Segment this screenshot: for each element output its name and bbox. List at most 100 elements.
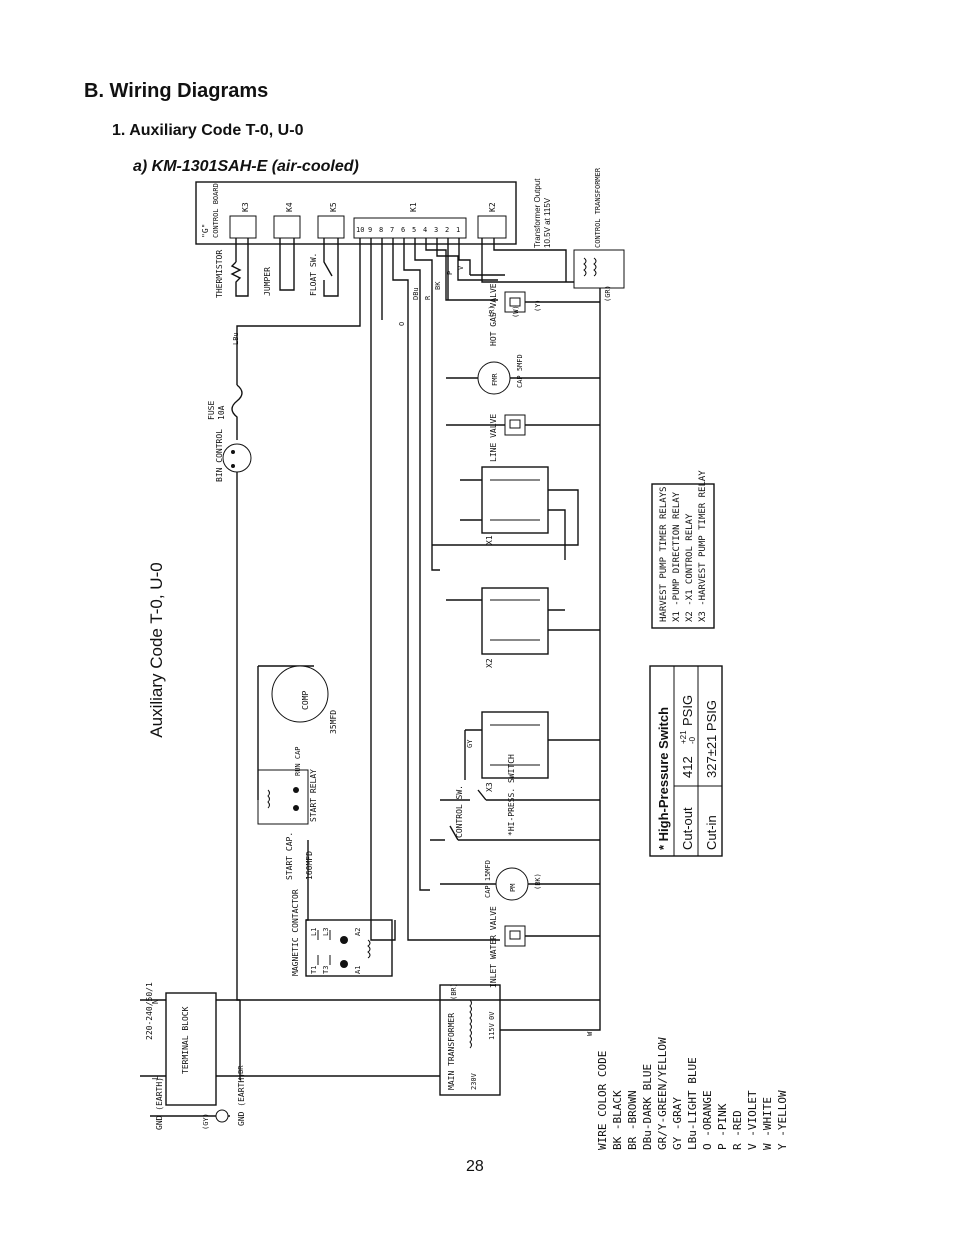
start-cap-label: START CAP.	[285, 832, 294, 880]
k1-pin-8: 8	[379, 226, 383, 234]
relay-x3-body	[481, 711, 549, 779]
ground-symbol	[215, 1109, 229, 1123]
inlet-water-valve-label: INLET WATER VALVE	[489, 906, 498, 988]
compressor-symbol	[271, 665, 329, 723]
magnetic-contactor-box	[305, 919, 393, 977]
relay-x3: X3	[464, 711, 600, 792]
contactor-terminal-l1: L1	[310, 928, 318, 936]
line-valve: LINE VALVE	[446, 414, 600, 462]
contactor-terminal-a1: A1	[354, 966, 362, 974]
wire-label-r-paren: (R)	[488, 305, 496, 318]
control-board-title: "G"	[201, 224, 210, 238]
k1-pin-4: 4	[423, 226, 427, 234]
cut-out-lower-tolerance: -0	[688, 736, 697, 744]
k1-pin-3: 3	[434, 226, 438, 234]
gnd-label-2: GND (EARTH)	[237, 1073, 246, 1126]
k5-socket	[317, 215, 345, 239]
thermistor-label: THERMISTOR	[215, 250, 224, 298]
wire-color-code: WIRE COLOR CODE BK -BLACK BR -BROWN DBu-…	[596, 1037, 789, 1150]
magnetic-contactor: MAGNETIC CONTACTOR L1 L3 T1 T3 A1 A2	[291, 889, 393, 977]
compressor: COMP 35MFD RUN CAP START RELAY START CAP…	[257, 665, 338, 921]
contactor-terminal-t3: T3	[322, 966, 330, 974]
magnetic-contactor-label: MAGNETIC CONTACTOR	[291, 889, 300, 976]
relay-legend-title: HARVEST PUMP TIMER RELAYS	[659, 487, 669, 622]
relay-legend-box	[651, 483, 715, 629]
jumper: JUMPER	[263, 238, 295, 296]
hot-gas-valve-label: HOT GAS VALVE	[489, 283, 498, 346]
power-supply-label: 220-240/50/1	[145, 982, 154, 1040]
relay-legend: HARVEST PUMP TIMER RELAYS X1 -PUMP DIREC…	[651, 470, 715, 629]
control-transformer-label: CONTROL TRANSFORMER	[594, 167, 602, 248]
control-switch: CONTROL SW. *HI-PRESS. SWITCH	[430, 754, 600, 841]
gnd-label-1: GND (EARTH)	[155, 1077, 164, 1130]
wire-label-bk-paren: (BK)	[534, 873, 542, 890]
wire-label-br-paren: (BR)	[450, 983, 458, 1000]
cut-in-value: 327±21 PSIG	[704, 700, 719, 778]
wire-label-group: LBu O DBu BK R P V W BR GY (BR) (W) (R) …	[202, 265, 612, 1130]
wire-color-item-12: Y -YELLOW	[776, 1090, 789, 1150]
start-relay-box	[257, 769, 309, 825]
float-switch: FLOAT SW.	[309, 238, 339, 297]
wire-label-dbu-1: DBu	[412, 287, 420, 300]
terminal-block-label: TERMINAL BLOCK	[181, 1006, 190, 1074]
wire-label-v-1: V	[457, 265, 465, 270]
fuse-rating: 10A	[217, 405, 226, 420]
wire-label-bk-1: BK	[434, 281, 442, 290]
high-pressure-title: * High-Pressure Switch	[656, 707, 671, 850]
wire-color-item-9: R -RED	[731, 1110, 744, 1150]
wire-color-item-8: P -PINK	[716, 1103, 729, 1150]
wire-color-item-3: DBu-DARK BLUE	[641, 1064, 654, 1150]
wire-color-item-2: BR -BROWN	[626, 1090, 639, 1150]
connector-k2: K2	[488, 202, 497, 212]
fuse-label-group: FUSE 10A	[207, 401, 226, 420]
wire-color-item-5: GY -GRAY	[671, 1097, 684, 1150]
relay-legend-item-3: X3 -HARVEST PUMP TIMER RELAY	[698, 470, 708, 622]
main-transformer-box	[439, 984, 501, 1096]
cut-in-label: Cut-in	[704, 815, 719, 850]
main-transformer-label: MAIN TRANSFORMER	[447, 1013, 456, 1090]
wire-label-w-paren: (W)	[512, 305, 520, 318]
wire-color-item-7: O -ORANGE	[701, 1090, 714, 1150]
wire-label-gr-paren: (GR)	[604, 285, 612, 302]
control-board-outline	[195, 181, 517, 245]
fan-motor: FMR CAP 5MFD	[446, 354, 600, 395]
jumper-label: JUMPER	[263, 267, 272, 296]
wire-label-y-paren: (Y)	[534, 299, 542, 312]
compressor-label: COMP	[301, 691, 310, 710]
hi-press-switch-label: *HI-PRESS. SWITCH	[507, 754, 516, 836]
thermistor: THERMISTOR	[215, 238, 249, 298]
high-pressure-table-box	[649, 665, 723, 857]
relay-x2-label: X2	[485, 658, 494, 668]
pump-motor-label: PM	[509, 884, 517, 892]
wire-color-item-4: GR/Y-GREEN/YELLOW	[656, 1037, 669, 1150]
relay-x1-label: X1	[485, 535, 494, 545]
k4-socket	[273, 215, 301, 239]
control-board-subtitle: CONTROL BOARD	[212, 183, 220, 238]
start-cap-rating: 160MFD	[305, 851, 314, 880]
wire-label-o-1: O	[398, 322, 406, 326]
k1-pin-7: 7	[390, 226, 394, 234]
transformer-output-line1: Transformer Output	[533, 178, 542, 248]
hot-gas-valve: HOT GAS VALVE	[489, 283, 600, 346]
cut-out-unit: PSIG	[680, 695, 695, 726]
line-valve-label: LINE VALVE	[489, 414, 498, 462]
contactor-terminal-a2: A2	[354, 928, 362, 936]
k1-pin-6: 6	[401, 226, 405, 234]
start-relay-label: START RELAY	[309, 769, 318, 822]
k1-socket	[353, 217, 467, 239]
cut-out-upper-tolerance: +21	[679, 730, 688, 744]
control-board: "G" CONTROL BOARD K3 K4 K5 K1 K2 10 9 8 …	[195, 181, 517, 245]
fan-cap-label: CAP 5MFD	[516, 354, 524, 388]
terminal-block-box	[165, 992, 217, 1106]
connector-k3: K3	[241, 202, 250, 212]
relay-x2: X2	[446, 587, 600, 668]
wire-label-r-1: R	[424, 295, 432, 300]
wire-label-lbu-1: LBu	[232, 332, 240, 345]
sub-heading: 1. Auxiliary Code T-0, U-0	[112, 122, 304, 139]
float-switch-label: FLOAT SW.	[309, 253, 318, 296]
inlet-water-valve: INLET WATER VALVE	[489, 906, 600, 988]
model-heading: a) KM-1301SAH-E (air-cooled)	[133, 158, 359, 175]
cut-out-label: Cut-out	[680, 807, 695, 850]
k1-pin-1: 1	[456, 226, 460, 234]
